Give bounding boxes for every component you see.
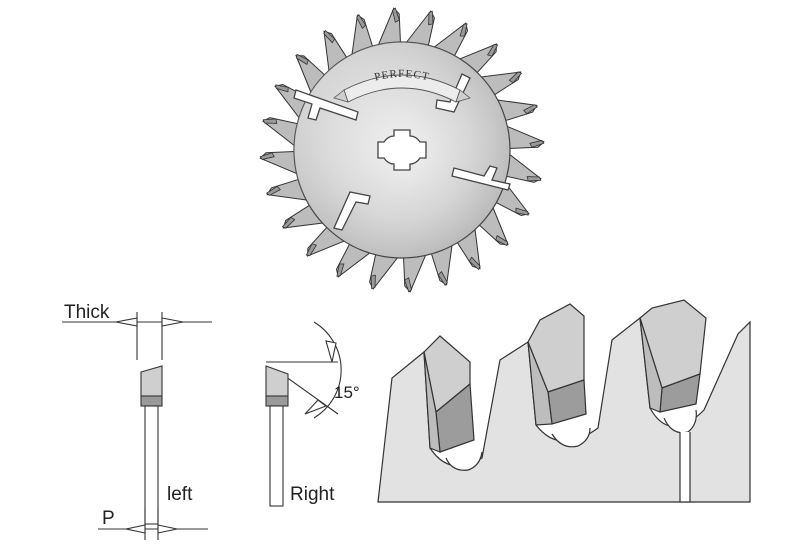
saw-blade: PERFECT [259,7,545,293]
angle-arrow-bottom [304,399,328,415]
closeup-tooth-2-side [527,341,553,426]
closeup-slot [679,432,691,503]
blade-tooth-carbide-tip [523,104,538,115]
expansion-slots [293,73,511,231]
blade-tooth-carbide-tip [468,256,481,271]
closeup-gullet-1 [445,451,483,471]
blade-tooth-carbide-tip [459,23,468,37]
p-label: P [102,508,115,529]
expansion-slot-top-right [435,73,471,113]
tooth-closeup [377,299,751,503]
right-tooth-base [265,395,289,407]
blade-tooth-carbide-tip [266,185,281,196]
brand-logo-text: PERFECT [373,68,431,84]
blade-tooth-carbide-tip [486,44,499,57]
left-tooth-base [140,395,163,407]
blade-tooth-carbide-tip [526,176,542,182]
angle-diagram [265,321,342,507]
blade-tooth-carbide-tip [437,271,448,286]
left-label: left [167,484,193,505]
center-bore [377,129,427,171]
blade-tooth-carbide-tip [529,140,545,148]
blade-tooth-carbide-tip [275,84,289,93]
blade-tooth-carbide-tip [262,118,278,124]
right-tooth-tip [265,365,289,397]
blade-tooth-carbide-tip [495,234,508,247]
closeup-tooth-3-side [639,317,663,413]
thickness-diagram [62,312,212,540]
thick-label: Thick [64,302,110,323]
banner-tail-left [333,89,349,103]
left-blade-body [144,405,159,525]
blade-tooth-carbide-tip [259,152,275,160]
blade-tooth-carbide-tip [336,263,345,277]
expansion-slot-left [293,89,359,121]
expansion-slot-bottom-left [333,191,371,231]
blade-tooth-carbide-tip [392,7,400,23]
blade-tooth-carbide-tip [356,14,367,29]
thick-arrow-right [161,317,184,327]
blade-tooth-carbide-tip [305,243,318,256]
p-arrow-left [125,524,146,534]
right-label: Right [290,484,335,505]
blade-tooth-carbide-tip [515,207,529,216]
right-blade-body [269,405,284,507]
blade-tooth-carbide-tip [281,216,296,229]
closeup-tooth-1-side [423,351,441,453]
left-tooth-tip [140,365,163,397]
blade-tooth-carbide-tip [508,71,523,84]
blade-tooth-carbide-tip [404,277,412,293]
blade-tooth-carbide-tip [428,10,434,26]
blade-tooth-carbide-tip [296,53,309,66]
angle-arrow-top [325,340,337,363]
blade-tooth-carbide-tip [323,29,336,44]
angle-label: 15° [334,383,360,402]
blade-teeth [259,7,545,293]
angle-arc [313,321,342,419]
expansion-slot-right [451,165,511,191]
p-arrow-right [157,524,178,534]
angle-incline-line [281,373,339,415]
thick-arrow-left [115,317,138,327]
banner-tail-right [455,89,471,103]
closeup-gullet-2 [551,427,591,448]
blade-tooth-carbide-tip [370,274,376,290]
